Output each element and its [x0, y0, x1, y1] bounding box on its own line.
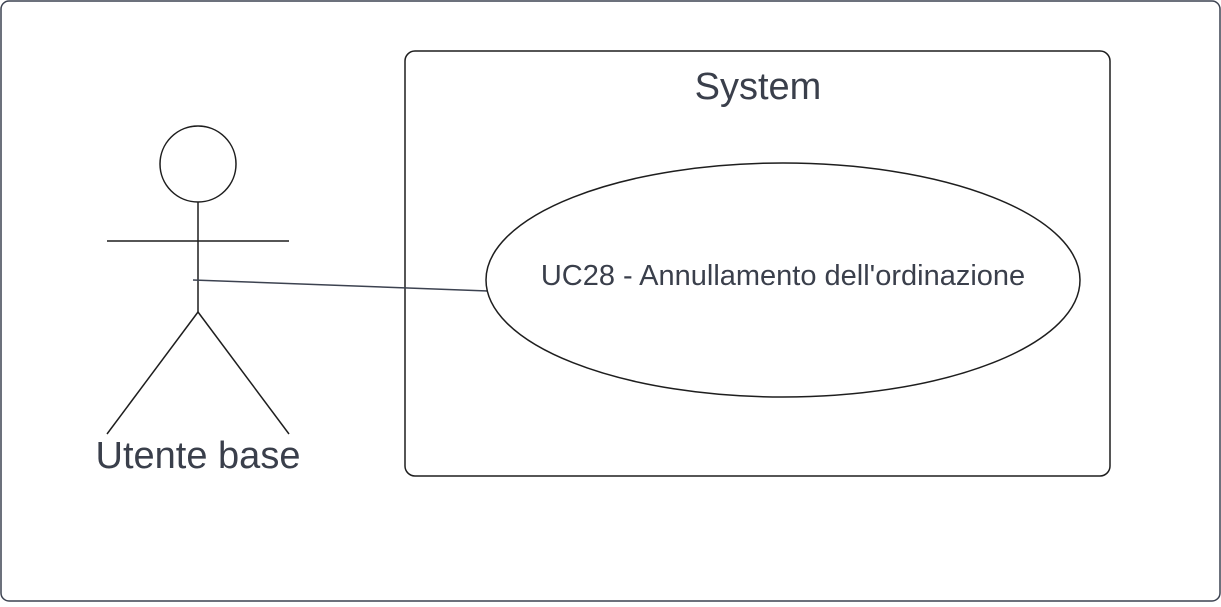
actor-head	[159, 125, 237, 203]
use-case-label: UC28 - Annullamento dell'ordinazione	[541, 260, 1025, 292]
use-case-uc28[interactable]	[485, 162, 1081, 398]
system-title: System	[695, 66, 822, 108]
actor-utente-base[interactable]	[106, 125, 290, 435]
actor-label: Utente base	[96, 435, 301, 477]
association-line[interactable]	[192, 279, 489, 292]
actor-right-leg	[197, 311, 290, 435]
actor-left-leg	[106, 311, 199, 435]
